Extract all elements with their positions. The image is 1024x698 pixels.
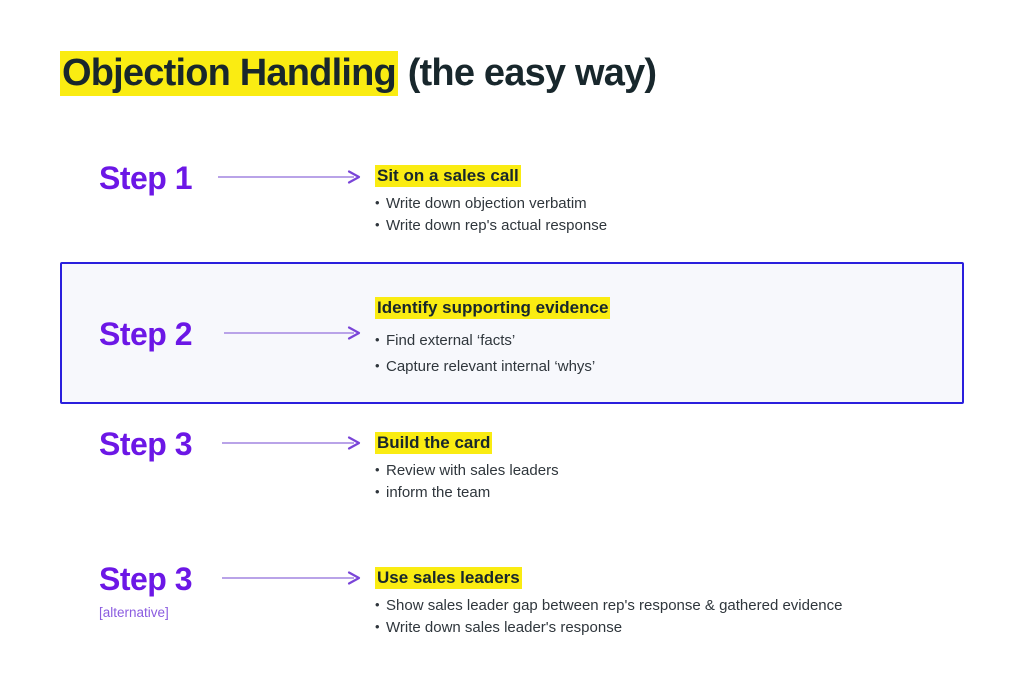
step-bullets-3: Review with sales leaders inform the tea… [375, 459, 559, 504]
step-label-4: Step 3 [99, 561, 193, 597]
step-heading-3: Build the card [375, 432, 493, 454]
arrow-icon-4 [222, 571, 366, 585]
step-heading-2: Identify supporting evidence [375, 297, 611, 319]
list-item: Review with sales leaders [375, 459, 559, 482]
step-content-1: Sit on a sales call Write down objection… [375, 165, 607, 237]
step-bullets-4: Show sales leader gap between rep's resp… [375, 594, 843, 639]
list-item: inform the team [375, 481, 559, 504]
step-content-2: Identify supporting evidence Find extern… [375, 297, 611, 380]
step-label-4-sub: [alternative] [99, 605, 169, 620]
step-label-2: Step 2 [99, 316, 193, 352]
step-bullets-2: Find external ‘facts’ Capture relevant i… [375, 327, 610, 380]
arrow-icon-1 [218, 170, 364, 184]
step-label-1: Step 1 [99, 160, 193, 196]
step-content-3: Build the card Review with sales leaders… [375, 432, 559, 504]
step-content-4: Use sales leaders Show sales leader gap … [375, 567, 843, 639]
step-label-3: Step 3 [99, 426, 193, 462]
step-heading-4: Use sales leaders [375, 567, 522, 589]
step-heading-1: Sit on a sales call [375, 165, 521, 187]
arrow-icon-3 [222, 436, 366, 450]
list-item: Write down rep's actual response [375, 214, 607, 237]
arrow-icon-2 [224, 326, 366, 340]
page-title-highlight: Objection Handling [60, 51, 398, 96]
list-item: Write down sales leader's response [375, 616, 843, 639]
list-item: Find external ‘facts’ [375, 327, 610, 354]
list-item: Capture relevant internal ‘whys’ [375, 353, 610, 380]
list-item: Show sales leader gap between rep's resp… [375, 594, 843, 617]
list-item: Write down objection verbatim [375, 192, 607, 215]
step-bullets-1: Write down objection verbatim Write down… [375, 192, 607, 237]
page-title: Objection Handling (the easy way) [60, 51, 657, 96]
page-title-plain: (the easy way) [397, 52, 657, 94]
